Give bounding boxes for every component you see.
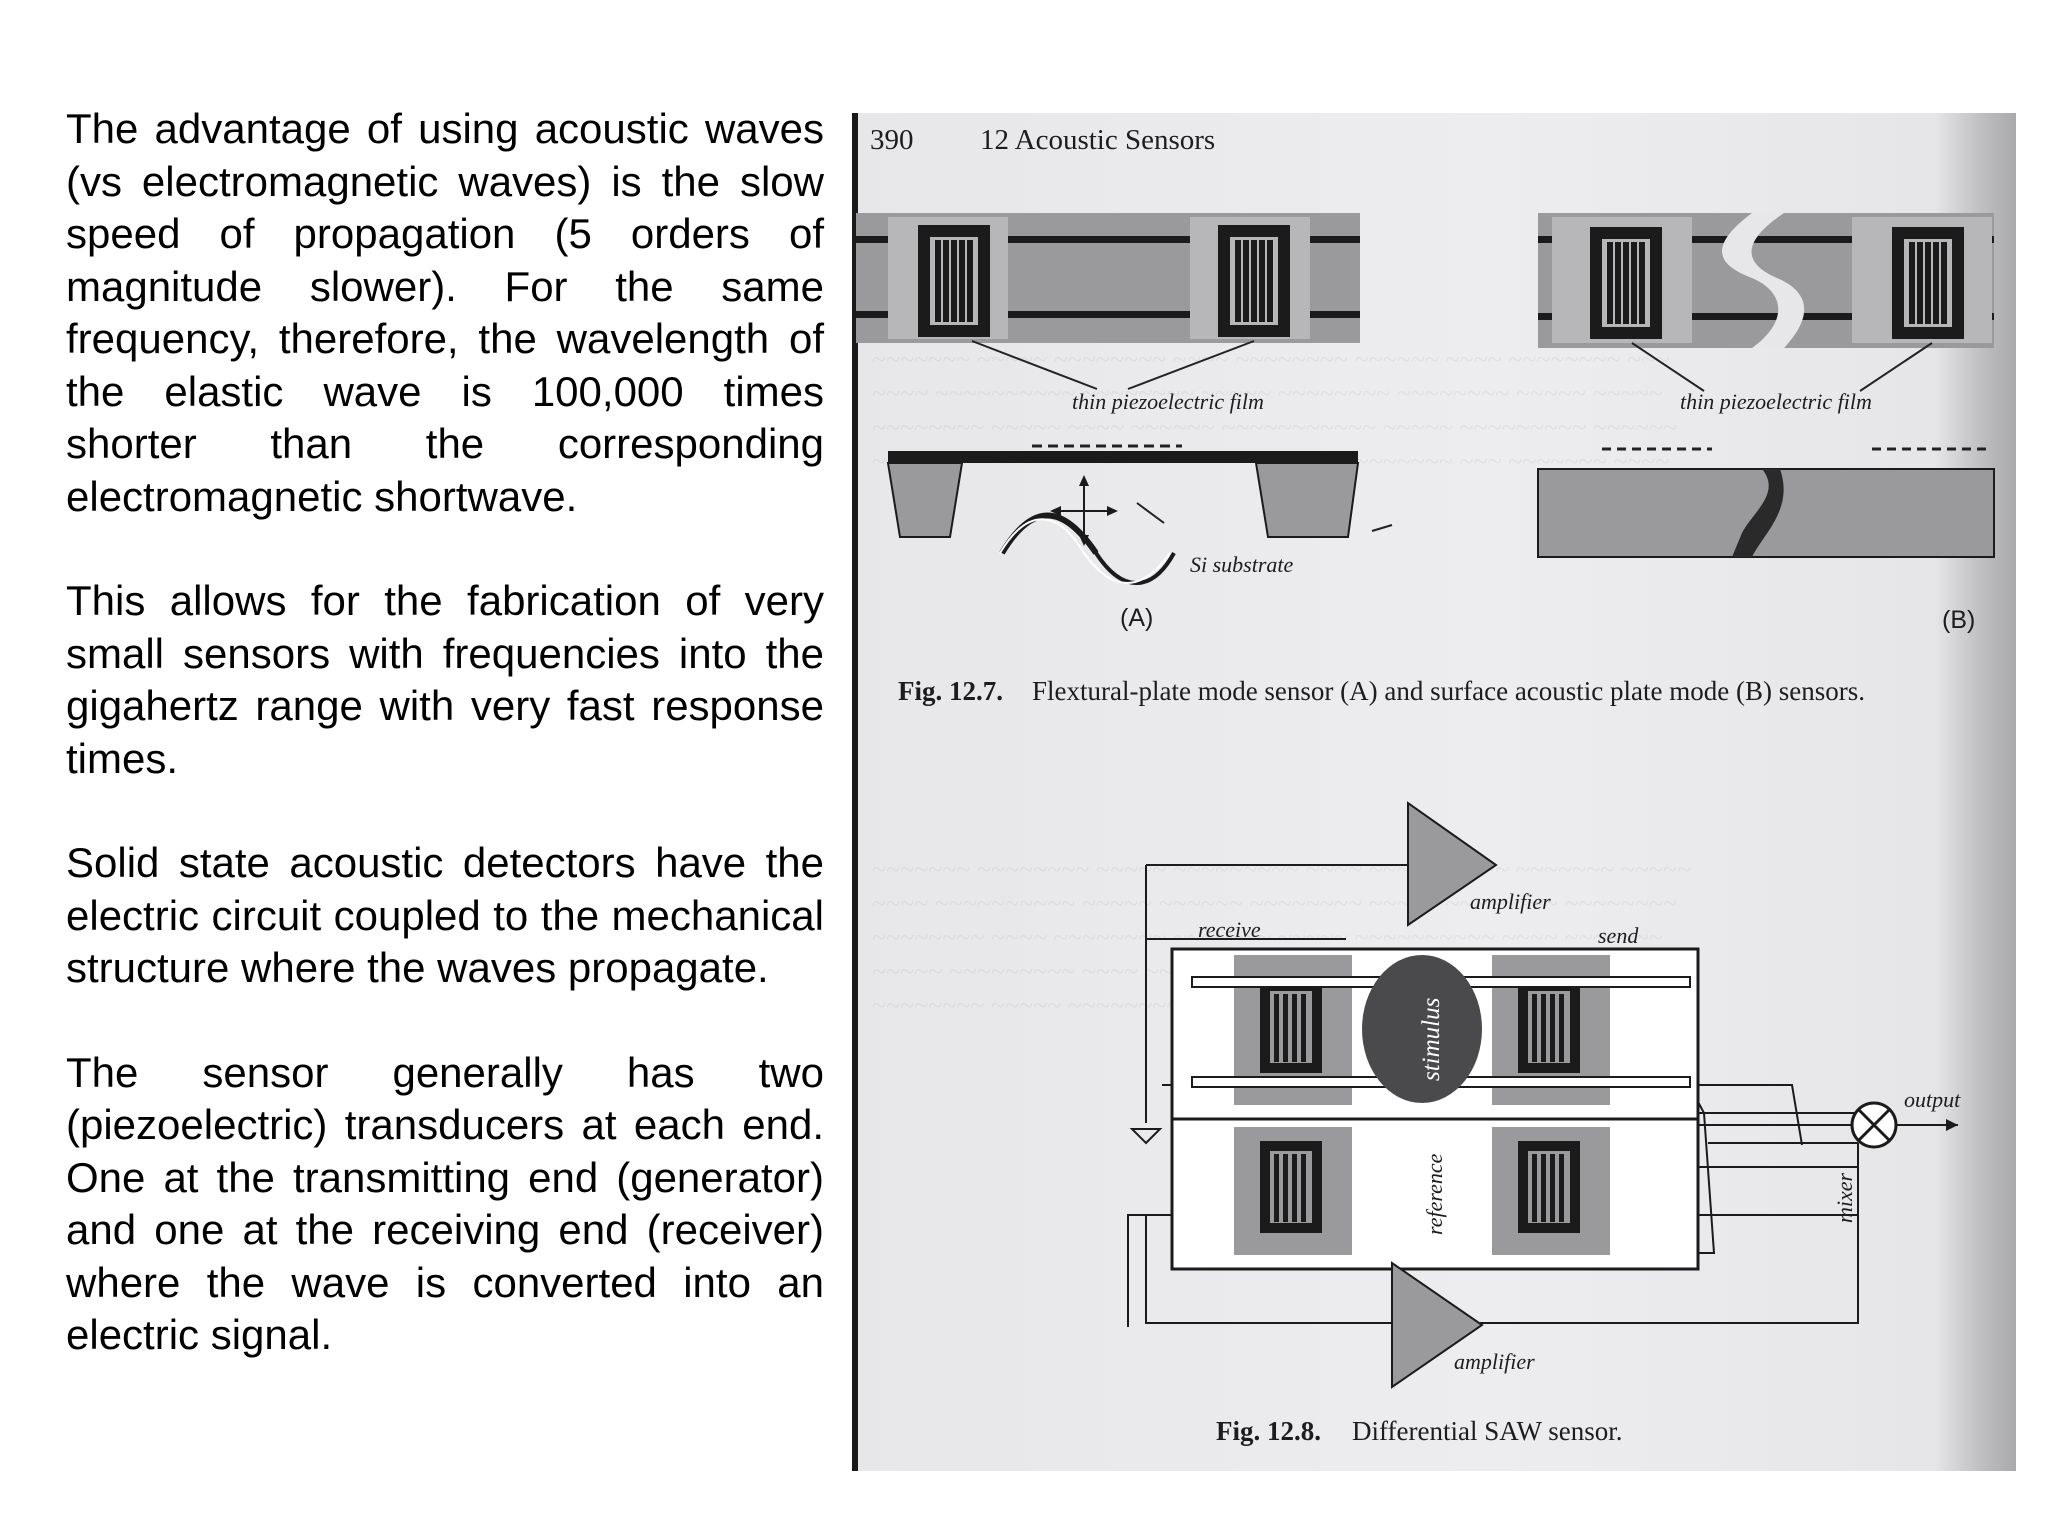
fig8-ground-icon bbox=[1129, 963, 1163, 1145]
paragraph-4: The sensor generally has two (piezoelect… bbox=[66, 1048, 824, 1359]
fig8-caption-text: Differential SAW sensor. bbox=[1352, 1416, 1623, 1446]
scan-left-edge bbox=[852, 113, 858, 1471]
fig8-stimulus-delay-line bbox=[1170, 947, 1700, 1121]
fig8-label-receive: receive bbox=[1198, 917, 1261, 942]
fig7-panel-a-top-view bbox=[856, 213, 1360, 343]
fig8-label-output: output bbox=[1904, 1087, 1961, 1112]
fig8-mixer-icon bbox=[1850, 1101, 1898, 1149]
running-head: 12 Acoustic Sensors bbox=[980, 124, 1215, 156]
fig8-reference-delay-line bbox=[1170, 1117, 1700, 1271]
paragraph-2: This allows for the fabrication of very … bbox=[66, 577, 824, 782]
fig8-amplifier-top bbox=[1407, 801, 1498, 927]
fig7-caption-number: Fig. 12.7. bbox=[898, 676, 1003, 706]
fig7-panel-a-side-view bbox=[886, 451, 1360, 585]
paragraph-1: The advantage of using acoustic waves (v… bbox=[66, 105, 824, 520]
fig8-amplifier-bottom bbox=[1391, 1261, 1484, 1389]
fig8-label-reference: reference bbox=[1422, 1153, 1447, 1235]
fig7-caption-text: Flextural-plate mode sensor (A) and surf… bbox=[1032, 676, 1865, 706]
fig7-label-substrate: Si substrate bbox=[1190, 552, 1294, 577]
fig8-caption-number: Fig. 12.8. bbox=[1216, 1416, 1321, 1446]
fig8-label-stimulus: stimulus bbox=[1418, 998, 1445, 1081]
fig8-label-mixer: mixer bbox=[1832, 1172, 1857, 1223]
fig7-panel-b-label: (B) bbox=[1942, 606, 1975, 634]
paragraph-3: Solid state acoustic detectors have the … bbox=[66, 839, 824, 991]
page-number: 390 bbox=[870, 124, 914, 156]
body-text: The advantage of using acoustic waves (v… bbox=[66, 103, 824, 1414]
fig7-label-film-right: thin piezoelectric film bbox=[1680, 389, 1872, 414]
fig7-leader-lines-a bbox=[971, 340, 1393, 532]
fig8-label-send: send bbox=[1598, 923, 1639, 948]
fig7-label-film-left: thin piezoelectric film bbox=[1072, 389, 1264, 414]
fig8-output-arrow-icon bbox=[1946, 1119, 1958, 1131]
fig8-bottom-loop bbox=[1145, 1215, 1859, 1324]
fig7-panel-b-side-view bbox=[1537, 468, 1995, 558]
fig7-panel-b-top-view bbox=[1538, 213, 1994, 348]
fig8-label-amplifier-top: amplifier bbox=[1470, 889, 1551, 914]
scanned-book-page: ~~~~~~~ ~~~~~ ~~~~~~~~ ~~~~ ~~~~~~~~ ~~~… bbox=[852, 113, 2016, 1471]
fig8-label-amplifier-bottom: amplifier bbox=[1454, 1349, 1535, 1374]
fig7-panel-a-label: (A) bbox=[1120, 604, 1153, 632]
